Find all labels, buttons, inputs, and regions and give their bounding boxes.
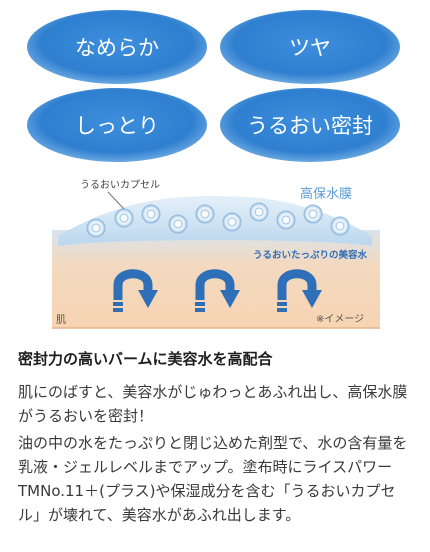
description-paragraph-1: 肌にのばすと、美容水がじゅわっとあふれ出し、高保水膜がうるおいを密封！ [18,383,408,425]
badge-seal: うるおい密封 [220,88,400,162]
badge-smooth-label: なめらか [75,36,159,60]
badge-seal-label: うるおい密封 [247,114,373,138]
capsule-icon [114,208,134,228]
badge-gloss: ツヤ [220,10,400,84]
capsule-icon [249,202,269,222]
capsule-icon [86,218,106,238]
capsule-icon [141,204,161,224]
capsule-icon [168,214,188,234]
capsule-icon [276,210,296,230]
figure-svg: なめらか ツヤ しっとり うるおい密封 [27,10,400,329]
badge-smooth: なめらか [27,10,207,84]
capsule-icon [222,212,242,232]
badge-moist: しっとり [27,88,207,162]
capsule-icon [330,216,350,236]
penetration-arrow-icon [195,269,240,308]
description-paragraph-2: 油の中の水をたっぷりと閉じ込めた剤型で、水の含有量を乳液・ジェルレベルまでアップ… [18,434,408,524]
film-label: 高保水膜 [300,186,352,202]
capsules [86,202,350,238]
film-layer [58,196,372,246]
image-note: ※イメージ [316,314,364,325]
penetration-arrow-icon [113,269,158,308]
essence-label: うるおいたっぷりの美容水 [253,249,368,261]
penetration-arrow-icon [277,269,322,308]
badge-gloss-label: ツヤ [289,36,331,60]
capsule-label: うるおいカプセル [80,179,160,191]
skin-label: 肌 [56,314,66,326]
arrow-tails [113,302,287,312]
capsule-icon [195,204,215,224]
capsule-icon [303,204,323,224]
product-figure: なめらか ツヤ しっとり うるおい密封 [27,10,400,329]
section-heading: 密封力の高いバームに美容水を高配合 [18,350,273,368]
skin-area [52,230,380,328]
badge-moist-label: しっとり [75,114,159,138]
